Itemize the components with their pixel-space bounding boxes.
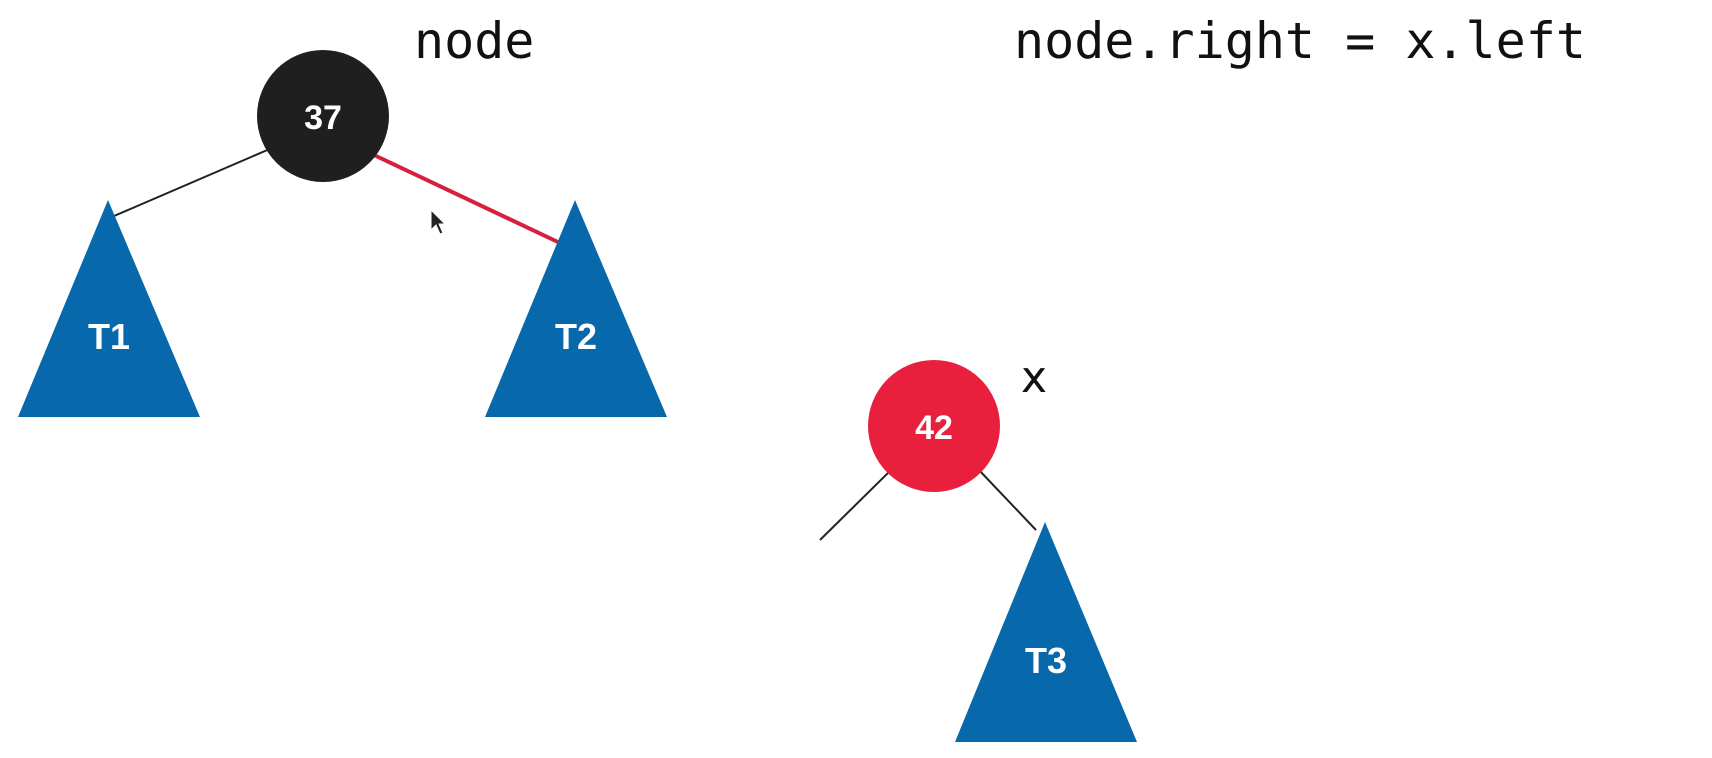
code-statement: node.right = x.left <box>1014 12 1586 70</box>
subtree-t3: T3 <box>955 522 1137 742</box>
subtree-t2-label: T2 <box>555 316 597 357</box>
node-37-value: 37 <box>304 99 342 137</box>
subtree-t3-label: T3 <box>1025 640 1067 681</box>
edge-37-to-t1 <box>113 147 273 217</box>
node-37: 37 <box>257 50 389 182</box>
node-label: node <box>414 12 534 70</box>
edge-42-to-t3 <box>977 468 1037 531</box>
edge-37-to-t2-highlighted <box>373 153 561 245</box>
x-label: x <box>1021 352 1047 403</box>
mouse-pointer-icon <box>430 208 447 235</box>
edge-42-left-dangling <box>819 468 893 541</box>
node-42-value: 42 <box>915 409 953 447</box>
subtree-t2: T2 <box>485 200 667 417</box>
node-42: 42 <box>868 360 1000 492</box>
subtree-t1-label: T1 <box>88 316 130 357</box>
subtree-t1: T1 <box>18 200 200 417</box>
